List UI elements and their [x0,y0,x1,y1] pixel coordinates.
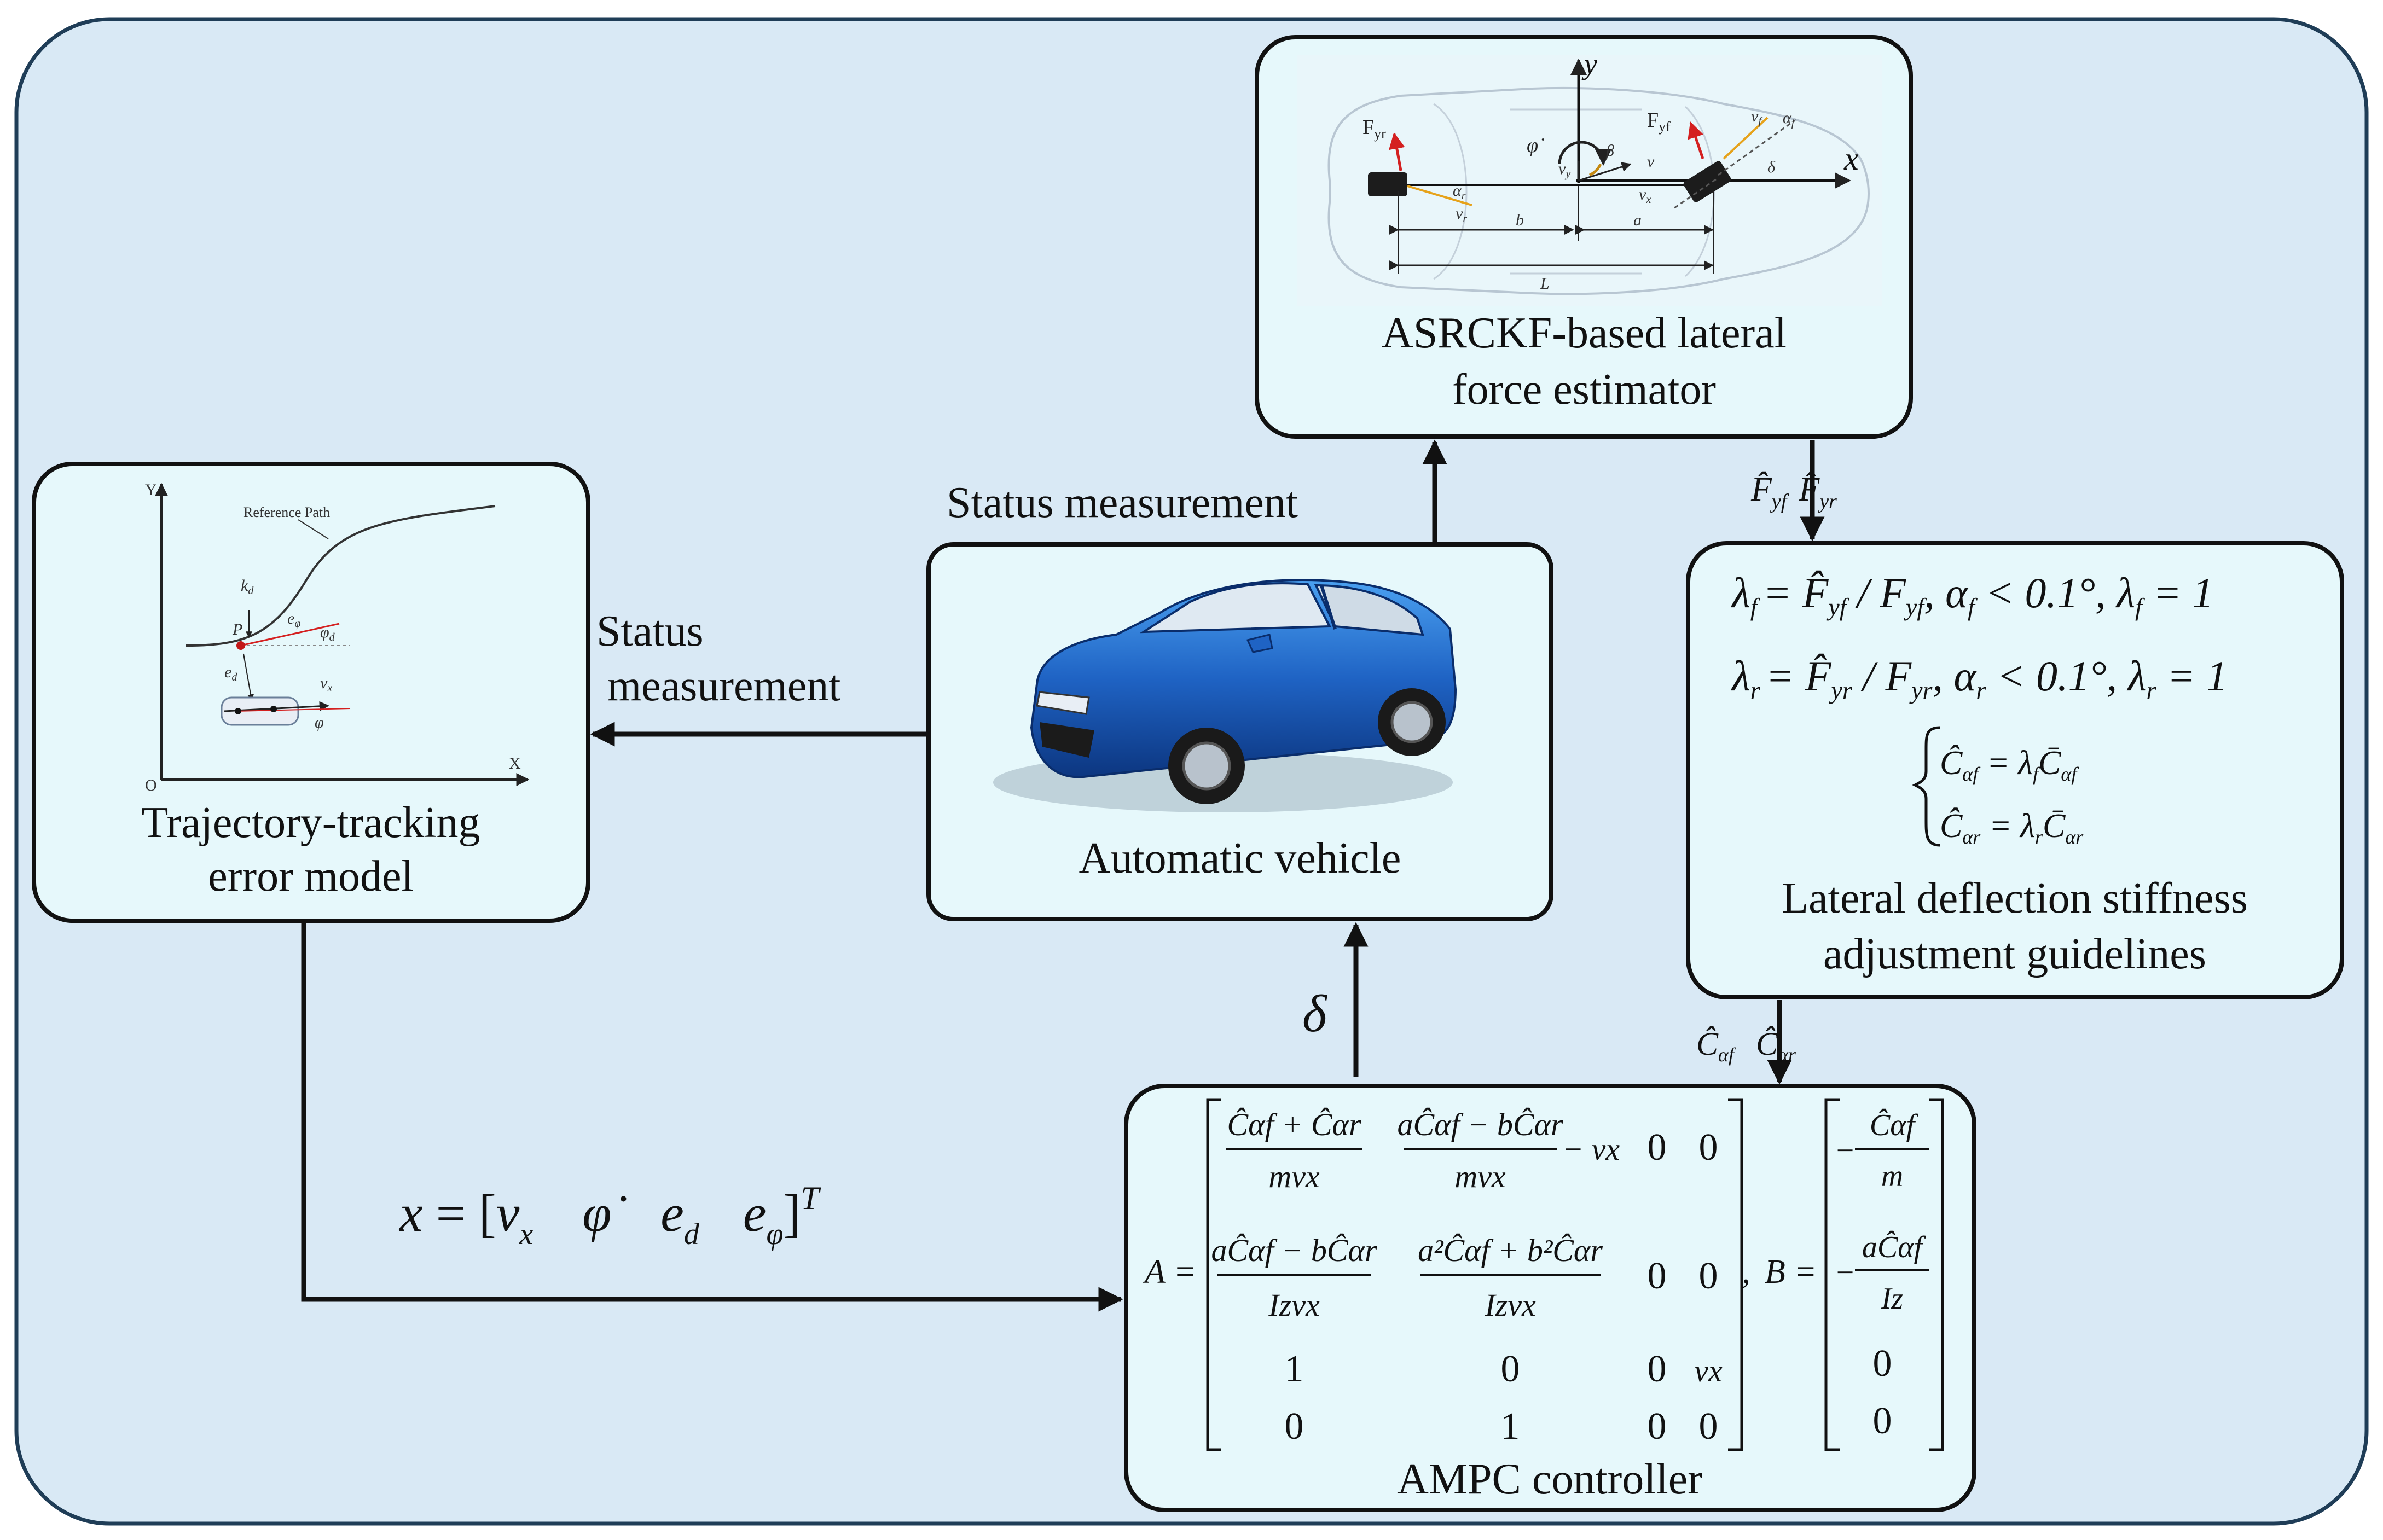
svg-text:a: a [1633,211,1642,229]
svg-text:vx: vx [320,674,332,694]
matrix-comma: , [1742,1253,1750,1291]
svg-text:0: 0 [1648,1126,1667,1169]
stiffness-box [1686,541,2344,999]
edge-error-model-to-ampc [301,923,1123,1312]
svg-text:mvx: mvx [1454,1159,1506,1194]
svg-text:Y: Y [145,481,157,499]
svg-text:vy: vy [1558,160,1570,180]
rear-wheel [1368,172,1407,196]
error-model-title-line1: Trajectory-tracking [141,799,480,847]
svg-text:δ: δ [1767,158,1776,176]
svg-text:0: 0 [1699,1405,1718,1448]
svg-text:0: 0 [1699,1126,1718,1169]
stiffness-eq1: λf= F̂yf / Fyf, αf < 0.1°, λf = 1 [1731,569,2213,621]
svg-text:aĈαf − bĈαr: aĈαf − bĈαr [1397,1107,1563,1142]
error-model-title-line2: error model [208,852,413,900]
svg-text:vx: vx [1639,185,1651,206]
svg-text:a²Ĉαf + b²Ĉαr: a²Ĉαf + b²Ĉαr [1418,1233,1603,1268]
stiffness-brace [1912,726,1940,847]
axis-x-label: x [1843,141,1859,177]
stiffness-sys2: Ĉαr = λrC̄αr [1940,807,2084,848]
svg-text:− vx: − vx [1562,1131,1620,1167]
stiffness-title-line2: adjustment guidelines [1823,930,2206,978]
stiffness-title-line1: Lateral deflection stiffness [1782,874,2248,922]
status-measurement-left-line2: measurement [607,662,840,710]
trajectory-error-sketch: Y X O Reference Path kd P eφ φd ed vx φ [145,481,530,794]
svg-text:P: P [232,620,242,638]
error-model-box [32,462,590,923]
svg-text:−: − [1834,1132,1856,1168]
car-illustration [993,579,1457,812]
svg-text:B =: B = [1765,1253,1817,1291]
svg-text:b: b [1516,211,1524,229]
status-measurement-top: Status measurement [947,479,1298,527]
svg-text:mvx: mvx [1268,1159,1320,1194]
svg-text:aĈαf − bĈαr: aĈαf − bĈαr [1211,1233,1377,1268]
svg-text:aĈαf: aĈαf [1862,1230,1927,1264]
status-measurement-left-line1: Status [596,607,704,655]
svg-text:0: 0 [1873,1343,1892,1385]
svg-text:−: − [1834,1254,1856,1290]
svg-text:Ĉαf + Ĉαr: Ĉαf + Ĉαr [1227,1107,1361,1142]
svg-text:αf: αf [1783,109,1796,129]
svg-text:0: 0 [1648,1255,1667,1297]
front-wheel [1683,161,1731,202]
stiffness-sys1: Ĉαf = λfC̄αf [1940,745,2079,785]
svg-text:Reference Path: Reference Path [243,504,330,520]
svg-text:v: v [1647,153,1655,171]
axis-y-label: y [1581,48,1597,80]
ampc-box [1124,1084,1976,1512]
stiffness-eq2: λr= F̂yr / Fyr, αr < 0.1°, λr = 1 [1731,652,2228,704]
svg-text:Fyf: Fyf [1647,109,1671,135]
svg-text:Izvx: Izvx [1484,1287,1536,1323]
svg-text:αr: αr [1453,182,1466,202]
svg-text:0: 0 [1873,1400,1892,1442]
svg-text:0: 0 [1699,1255,1718,1297]
estimator-title-line1: ASRCKF-based lateral [1382,309,1787,357]
estimator-title-line2: force estimator [1452,365,1716,414]
vehicle-title: Automatic vehicle [1079,834,1401,882]
svg-text:L: L [1540,275,1550,293]
delta-label: δ [1302,984,1327,1043]
svg-text:Fyr: Fyr [1362,116,1386,142]
svg-text:kd: kd [241,577,254,597]
svg-text:vx: vx [1694,1353,1723,1388]
svg-text:vr: vr [1456,205,1467,225]
svg-text:X: X [509,754,521,772]
svg-text:ed: ed [224,663,237,683]
svg-text:Izvx: Izvx [1268,1287,1320,1323]
matrix-b: B = − Ĉαf m − aĈαf Iz 0 0 [1765,1098,1944,1451]
svg-text:1: 1 [1285,1348,1304,1390]
svg-text:eφ: eφ [287,609,300,630]
svg-text:m: m [1881,1159,1903,1193]
svg-text:O: O [145,776,157,794]
svg-text:φd: φd [320,623,335,643]
svg-text:β: β [1605,142,1614,160]
svg-text:1: 1 [1501,1405,1520,1448]
vehicle-dynamics-sketch: y x Fyr Fyf φ̇ β vy v vx vf αf [1297,48,1882,306]
svg-text:0: 0 [1648,1405,1667,1448]
ampc-title: AMPC controller [1397,1455,1702,1503]
svg-text:vf: vf [1751,107,1762,127]
matrix-a: A = Ĉαf + Ĉαr mvx aĈαf − bĈαr mvx − vx 0… [1143,1098,1743,1451]
svg-text:A =: A = [1143,1253,1196,1291]
svg-text:Ĉαf: Ĉαf [1870,1108,1919,1142]
svg-text:0: 0 [1501,1348,1520,1390]
svg-text:φ: φ [315,713,324,731]
svg-text:0: 0 [1285,1405,1304,1448]
svg-text:0: 0 [1648,1348,1667,1390]
svg-text:Iz: Iz [1881,1282,1904,1316]
